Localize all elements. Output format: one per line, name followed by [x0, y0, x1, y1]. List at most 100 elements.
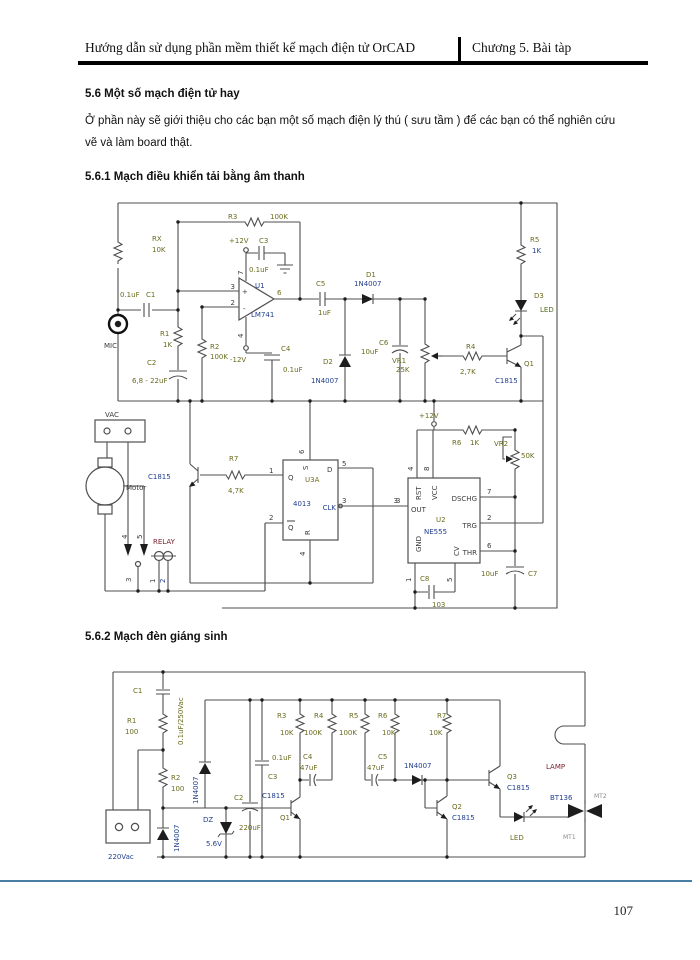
- label-r1: R1: [160, 330, 169, 338]
- ff-q: Q: [288, 474, 294, 482]
- label-r5: R5: [530, 236, 539, 244]
- label-d1: D1: [366, 271, 376, 279]
- label2-mt2: MT2: [594, 793, 607, 800]
- label2-d1-part: 1N4007: [192, 776, 200, 804]
- label-r4: R4: [466, 343, 476, 351]
- timer-trg: TRG: [461, 522, 477, 530]
- label-c3: C3: [259, 237, 268, 245]
- ff-part: 4013: [293, 500, 311, 508]
- label-vr2-value: 50K: [521, 452, 535, 460]
- out-pin3: 3: [396, 497, 400, 505]
- label-r6: R6: [452, 439, 462, 447]
- label2-plug: 220Vac: [108, 853, 134, 861]
- label2-mt1: MT1: [563, 834, 576, 841]
- timer-dschg: DSCHG: [452, 495, 477, 503]
- label-c6-value: 10uF: [361, 348, 378, 356]
- label-vr1-value: 25K: [396, 366, 410, 374]
- relay-pin1: 1: [149, 579, 157, 583]
- label2-r4: R4: [314, 712, 324, 720]
- subsection-1-heading: 5.6.1 Mạch điều khiển tải bằng âm thanh: [85, 171, 305, 183]
- ff-pin4: 4: [299, 551, 307, 556]
- ff-pin5: 5: [342, 460, 346, 468]
- ff-ref: U3A: [305, 476, 320, 484]
- label-vr2: VR2: [494, 440, 508, 448]
- timer-pin6: 6: [487, 542, 492, 550]
- label-r3: R3: [228, 213, 237, 221]
- footer-rule: [0, 880, 692, 882]
- label-r6-value: 1K: [470, 439, 479, 447]
- label-c4: C4: [281, 345, 291, 353]
- label-pin2: 2: [231, 299, 235, 307]
- label-r3-value: 100K: [270, 213, 288, 221]
- label-motor: Motor: [126, 484, 146, 492]
- label-c5: C5: [316, 280, 325, 288]
- label2-r3: R3: [277, 712, 286, 720]
- circuit-sound-controlled-load: RX 10K R3 100K +12V C3 0.1uF 7 U1 LM741 …: [85, 201, 558, 610]
- label2-r1-value: 100: [125, 728, 138, 736]
- circuit2-labels: C1 0.1uF/250Vac R1 100 R2 100 1N4007 1N4…: [108, 687, 607, 861]
- label2-q3-part: C1815: [507, 784, 530, 792]
- relay-pin4: 4: [121, 534, 129, 539]
- circuit1-labels: RX 10K R3 100K +12V C3 0.1uF 7 U1 LM741 …: [104, 213, 554, 609]
- label2-c5: C5: [378, 753, 387, 761]
- label2-led: LED: [510, 834, 524, 842]
- label-rx-value: 10K: [152, 246, 166, 254]
- ff-pin6: 6: [298, 449, 306, 454]
- circuit-christmas-lights: C1 0.1uF/250Vac R1 100 R2 100 1N4007 1N4…: [105, 670, 607, 861]
- label-c2-value: 6,8 - 22uF: [132, 377, 167, 385]
- ff-qbar: Q: [288, 524, 294, 532]
- label2-r2-value: 100: [171, 785, 184, 793]
- label-c6: C6: [379, 339, 389, 347]
- label2-c5-value: 47uF: [367, 764, 384, 772]
- label2-r1: R1: [127, 717, 136, 725]
- header-title: Hướng dẫn sử dụng phần mềm thiết kế mạch…: [85, 40, 416, 55]
- label2-c4-value: 47uF: [300, 764, 317, 772]
- circuit1-wires: [85, 202, 558, 609]
- label-c8: C8: [420, 575, 429, 583]
- relay-pin3: 3: [125, 578, 133, 582]
- label-r4-value: 2,7K: [460, 368, 476, 376]
- header-rule: [78, 61, 648, 65]
- ff-pin1: 1: [269, 467, 273, 475]
- timer-pin7: 7: [487, 488, 491, 496]
- label-vac: VAC: [105, 411, 119, 419]
- label-pin6: 6: [277, 289, 282, 297]
- label-r5-value: 1K: [532, 247, 541, 255]
- label2-d2-part: 1N4007: [173, 824, 181, 852]
- label-c5-value: 1uF: [318, 309, 331, 317]
- label2-dz: DZ: [203, 816, 213, 824]
- relay-pin5: 5: [136, 535, 144, 539]
- relay-pin2: 2: [159, 579, 167, 583]
- intro-line-1: Ở phần này sẽ giới thiệu cho các bạn một…: [85, 115, 616, 127]
- label2-c1: C1: [133, 687, 142, 695]
- timer-cv: CV: [453, 546, 461, 556]
- header-chapter: Chương 5. Bài tàp: [472, 40, 572, 55]
- label2-c3: C3: [268, 773, 277, 781]
- ff-pin3: 3: [342, 497, 346, 505]
- header-divider: [458, 37, 461, 62]
- timer-pin1: 1: [405, 578, 413, 582]
- label2-r7-value: 10K: [429, 729, 443, 737]
- section-heading: 5.6 Một số mạch điện tử hay: [85, 88, 240, 100]
- label-pin3: 3: [231, 283, 235, 291]
- timer-pin8: 8: [423, 467, 431, 471]
- label-vr1: VR1: [392, 357, 406, 365]
- ff-s: S: [302, 465, 310, 470]
- timer-pin3: 3: [394, 497, 398, 505]
- label2-c2-value: 220uF: [239, 824, 261, 832]
- label2-r6: R6: [378, 712, 388, 720]
- label-c7-value: 10uF: [481, 570, 498, 578]
- label-pin4: 4: [237, 333, 245, 338]
- timer-vcc: VCC: [431, 485, 439, 500]
- label-d1-part: 1N4007: [354, 280, 382, 288]
- label-mic: MIC: [104, 342, 117, 350]
- circuit1-junctions: [116, 201, 523, 610]
- timer-pin2: 2: [487, 514, 491, 522]
- circuit2-wires: [105, 671, 602, 858]
- timer-pin5: 5: [446, 578, 454, 582]
- label2-lamp: LAMP: [546, 763, 565, 771]
- label-d2-part: 1N4007: [311, 377, 339, 385]
- label-u1-part: LM741: [251, 311, 274, 319]
- ff-pin2: 2: [269, 514, 273, 522]
- timer-gnd: GND: [415, 536, 423, 552]
